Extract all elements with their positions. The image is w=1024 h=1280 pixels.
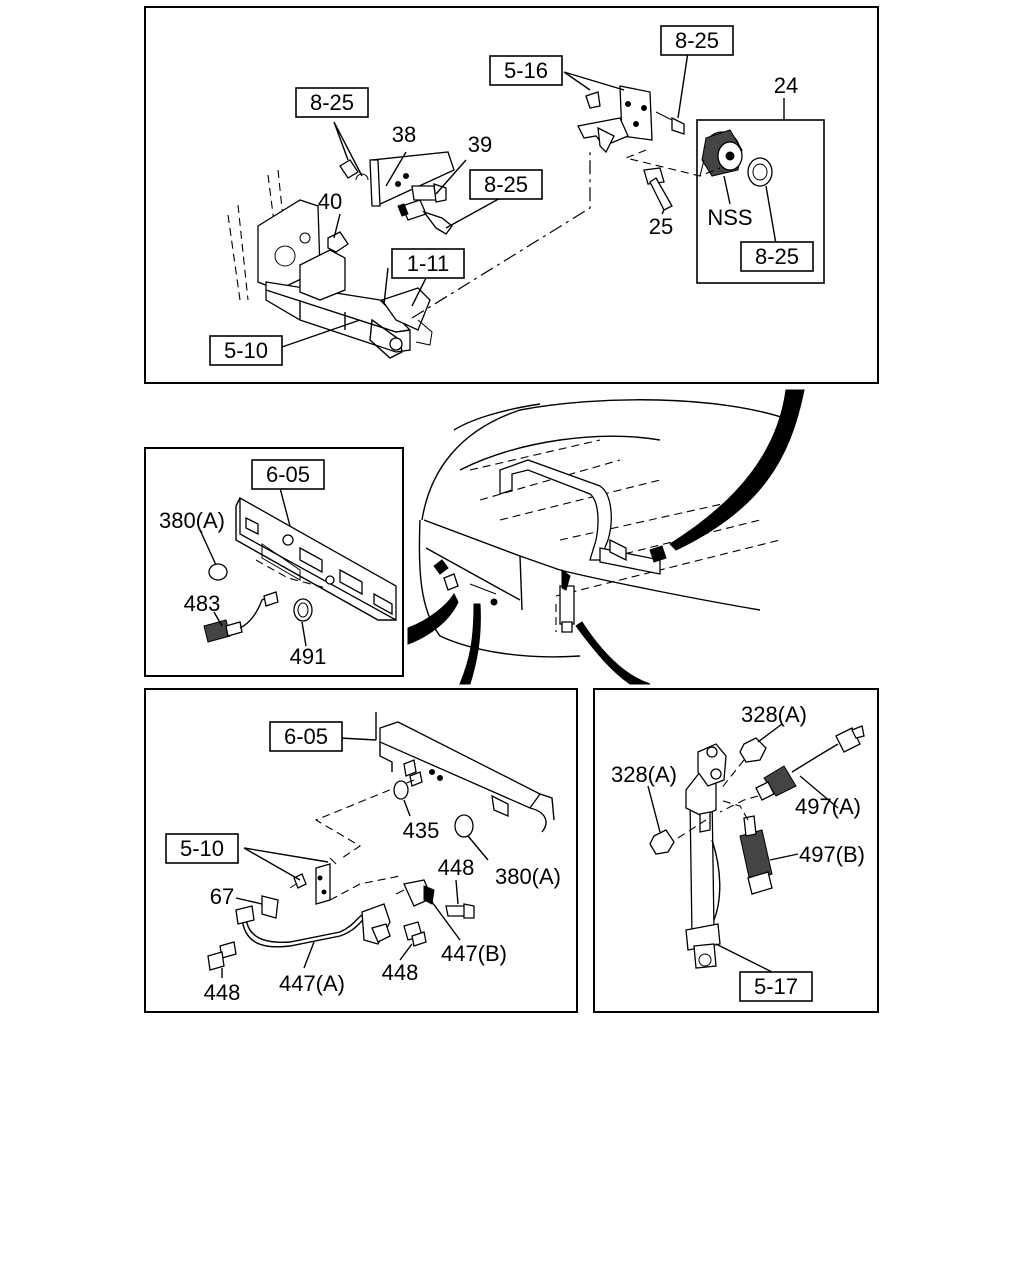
label-447b: 447(B): [441, 941, 507, 966]
label-40: 40: [318, 189, 342, 214]
ref-box-5-16[interactable]: [489, 55, 563, 86]
label-491: 491: [290, 644, 327, 669]
ref-box-8-25-left[interactable]: [295, 87, 369, 118]
middle-left-frame: [144, 447, 404, 677]
top-panel-frame: [144, 6, 879, 384]
label-435: 435: [403, 818, 440, 843]
ref-box-6-05-bottom[interactable]: [269, 721, 343, 752]
label-483: 483: [184, 591, 221, 616]
label-497b: 497(B): [799, 842, 865, 867]
bottom-right-panel: 5-17 328(A) 328(A) 497(A) 497(B): [593, 688, 879, 1013]
ref-8-25-right: 8-25: [755, 244, 799, 269]
bolt-448-left: [207, 941, 237, 971]
bottom-left-panel: 6-05 5-10 435 380(A) 448 67 447(B) 448 4…: [144, 688, 578, 1013]
ref-8-25-mid: 8-25: [484, 172, 528, 197]
ref-box-5-10-bottom[interactable]: [165, 833, 239, 864]
bracket-5-16: [577, 85, 653, 154]
label-39: 39: [468, 132, 492, 157]
sensor-447b: [395, 879, 435, 907]
harness-447a: [235, 903, 391, 948]
label-24: 24: [774, 73, 798, 98]
frame-rail-drawing: [227, 169, 433, 359]
bolt-448-top: [445, 903, 475, 919]
bottom-left-frame: [144, 688, 578, 1013]
ref-6-05-bottom: 6-05: [284, 724, 328, 749]
plug-380a: [208, 563, 228, 581]
label-448-left: 448: [204, 980, 241, 1005]
ref-5-17: 5-17: [754, 974, 798, 999]
top-panel: 5-16 8-25 8-25 8-25 8-25 1-11 5-10 24 38…: [144, 6, 879, 384]
ref-box-1-11[interactable]: [391, 248, 465, 279]
label-447a: 447(A): [279, 971, 345, 996]
label-448-mid: 448: [382, 960, 419, 985]
centerline-a: [411, 150, 591, 319]
nut-328a-top: [739, 737, 767, 763]
label-380a-mid: 380(A): [159, 508, 225, 533]
screw-8-25: [655, 111, 685, 135]
bolt-25: [643, 167, 673, 211]
middle-left-panel: 6-05 380(A) 483 491: [144, 447, 404, 677]
label-25: 25: [649, 214, 673, 239]
ref-box-6-05-mid[interactable]: [251, 459, 325, 490]
nut-icon: [339, 159, 359, 179]
label-328a-top: 328(A): [741, 702, 807, 727]
ref-box-8-25-mid[interactable]: [469, 169, 543, 200]
ref-6-05-mid: 6-05: [266, 462, 310, 487]
ref-box-5-17[interactable]: [739, 971, 813, 1002]
label-380a-bottom: 380(A): [495, 864, 561, 889]
truck-cab-drawing: [407, 389, 805, 685]
label-38: 38: [392, 122, 416, 147]
ref-8-25-left: 8-25: [310, 90, 354, 115]
nut-328a-left: [649, 829, 675, 855]
ref-5-10-top: 5-10: [224, 338, 268, 363]
label-67: 67: [210, 884, 234, 909]
nss-switch-24: [699, 129, 773, 187]
ref-1-11: 1-11: [407, 251, 449, 276]
ref-8-25-top: 8-25: [675, 28, 719, 53]
bottom-right-frame: [593, 688, 879, 1013]
label-497a: 497(A): [795, 794, 861, 819]
washer-491: [293, 598, 313, 622]
bolt-448-mid: [403, 921, 427, 947]
plug-380a-lower: [454, 814, 474, 838]
nss-group-box: [696, 119, 825, 284]
label-328a-left: 328(A): [611, 762, 677, 787]
label-nss: NSS: [707, 205, 752, 230]
sensor-483: [203, 591, 279, 643]
ref-box-8-25-right[interactable]: [740, 241, 814, 272]
switch-497b: [739, 815, 773, 895]
ref-5-10-bottom: 5-10: [180, 836, 224, 861]
bracket-67: [261, 857, 337, 919]
ref-box-8-25-top[interactable]: [660, 25, 734, 56]
ref-box-5-10-top[interactable]: [209, 335, 283, 366]
bolt-39: [411, 183, 447, 203]
bracket-38: [339, 151, 455, 207]
clutch-pedal-5-17: [685, 743, 727, 969]
brake-switch: [397, 199, 453, 235]
nut-40: [327, 231, 349, 253]
label-448-top: 448: [438, 855, 475, 880]
switch-497a: [755, 725, 865, 801]
plug-435: [393, 780, 409, 800]
ref-5-16: 5-16: [504, 58, 548, 83]
centerline-b: [624, 149, 721, 177]
